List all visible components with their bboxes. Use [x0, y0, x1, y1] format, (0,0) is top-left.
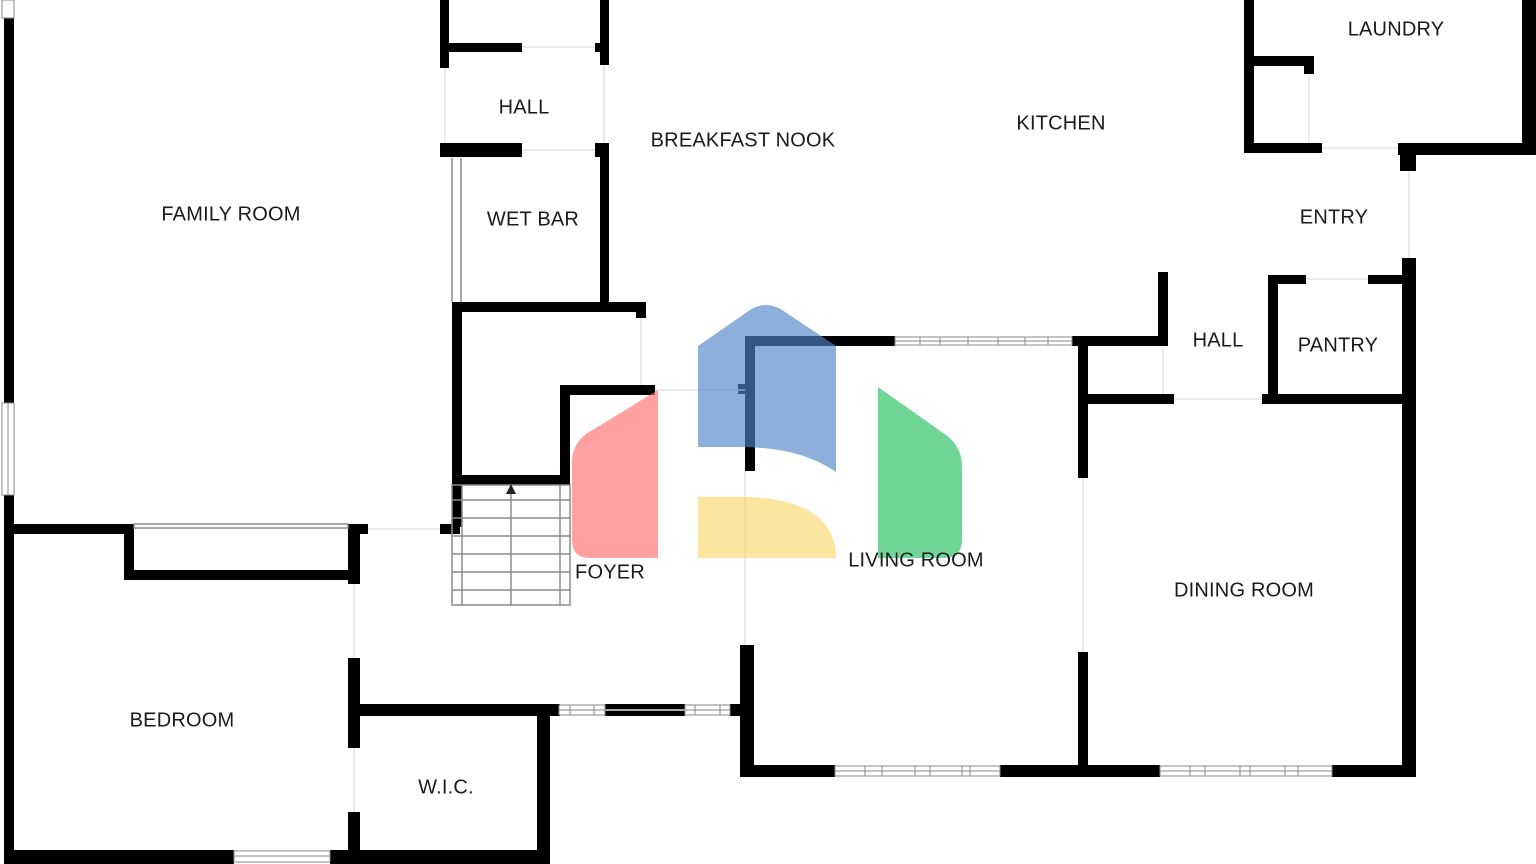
- room-label-bedroom: BEDROOM: [130, 709, 235, 731]
- room-label-hall-upper: HALL: [499, 96, 550, 118]
- room-label-wet-bar: WET BAR: [487, 208, 579, 230]
- logo-yellow-piece: [698, 497, 836, 558]
- logo-blue-piece: [698, 305, 836, 472]
- room-labels: LAUNDRY HALL BREAKFAST NOOK KITCHEN FAMI…: [130, 18, 1445, 798]
- room-label-hall-right: HALL: [1193, 329, 1244, 351]
- room-label-dining-room: DINING ROOM: [1174, 579, 1314, 601]
- windows: [1, 0, 1333, 863]
- room-label-breakfast-nook: BREAKFAST NOOK: [651, 129, 836, 151]
- room-label-laundry: LAUNDRY: [1348, 18, 1445, 40]
- room-label-entry: ENTRY: [1300, 206, 1368, 228]
- logo-red-piece: [572, 390, 658, 558]
- room-label-living-room: LIVING ROOM: [848, 549, 984, 571]
- room-label-family-room: FAMILY ROOM: [161, 203, 300, 225]
- room-label-pantry: PANTRY: [1298, 334, 1378, 356]
- house-logo-icon: [572, 305, 962, 558]
- logo-green-piece: [878, 387, 962, 558]
- room-label-wic: W.I.C.: [418, 776, 474, 798]
- room-label-foyer: FOYER: [575, 561, 645, 583]
- room-label-kitchen: KITCHEN: [1016, 112, 1105, 134]
